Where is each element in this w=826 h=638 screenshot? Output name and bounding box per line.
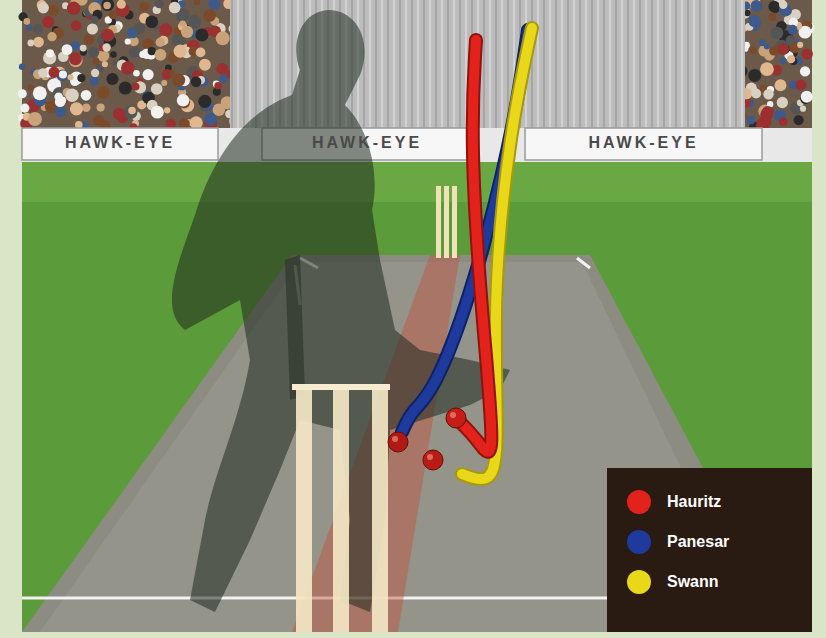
trajectory-outline: [402, 30, 528, 432]
pitch: [22, 255, 790, 632]
trajectory-tube: [402, 30, 528, 432]
board-label: HAWK-EYE: [525, 134, 762, 152]
advert-board: [525, 128, 762, 160]
legend-entry: Panesar: [627, 522, 812, 562]
legend-swatch: [627, 490, 651, 514]
grass: [22, 0, 812, 632]
cricket-ball: [446, 408, 466, 428]
legend-label: Panesar: [667, 533, 729, 551]
bat-silhouette: [285, 255, 305, 400]
cricket-ball: [423, 450, 443, 470]
legend-entry: Swann: [627, 562, 812, 602]
legend-swatch: [627, 530, 651, 554]
far-stumps: [436, 186, 457, 258]
ball-trajectories: [388, 28, 532, 479]
legend-panel: HauritzPanesarSwann: [607, 468, 812, 632]
cricket-ball: [388, 432, 408, 452]
crowd: [18, 0, 815, 133]
legend-entry: Hauritz: [627, 482, 812, 522]
legend-label: Hauritz: [667, 493, 721, 511]
advertising-strip: [22, 128, 812, 162]
legend-swatch: [627, 570, 651, 594]
trajectory-outline: [458, 40, 491, 452]
board-label: HAWK-EYE: [22, 134, 218, 152]
trajectory-tube: [458, 40, 491, 452]
board-label: HAWK-EYE: [262, 134, 472, 152]
advert-board: [22, 128, 218, 160]
near-stumps: [292, 384, 390, 632]
legend-label: Swann: [667, 573, 719, 591]
